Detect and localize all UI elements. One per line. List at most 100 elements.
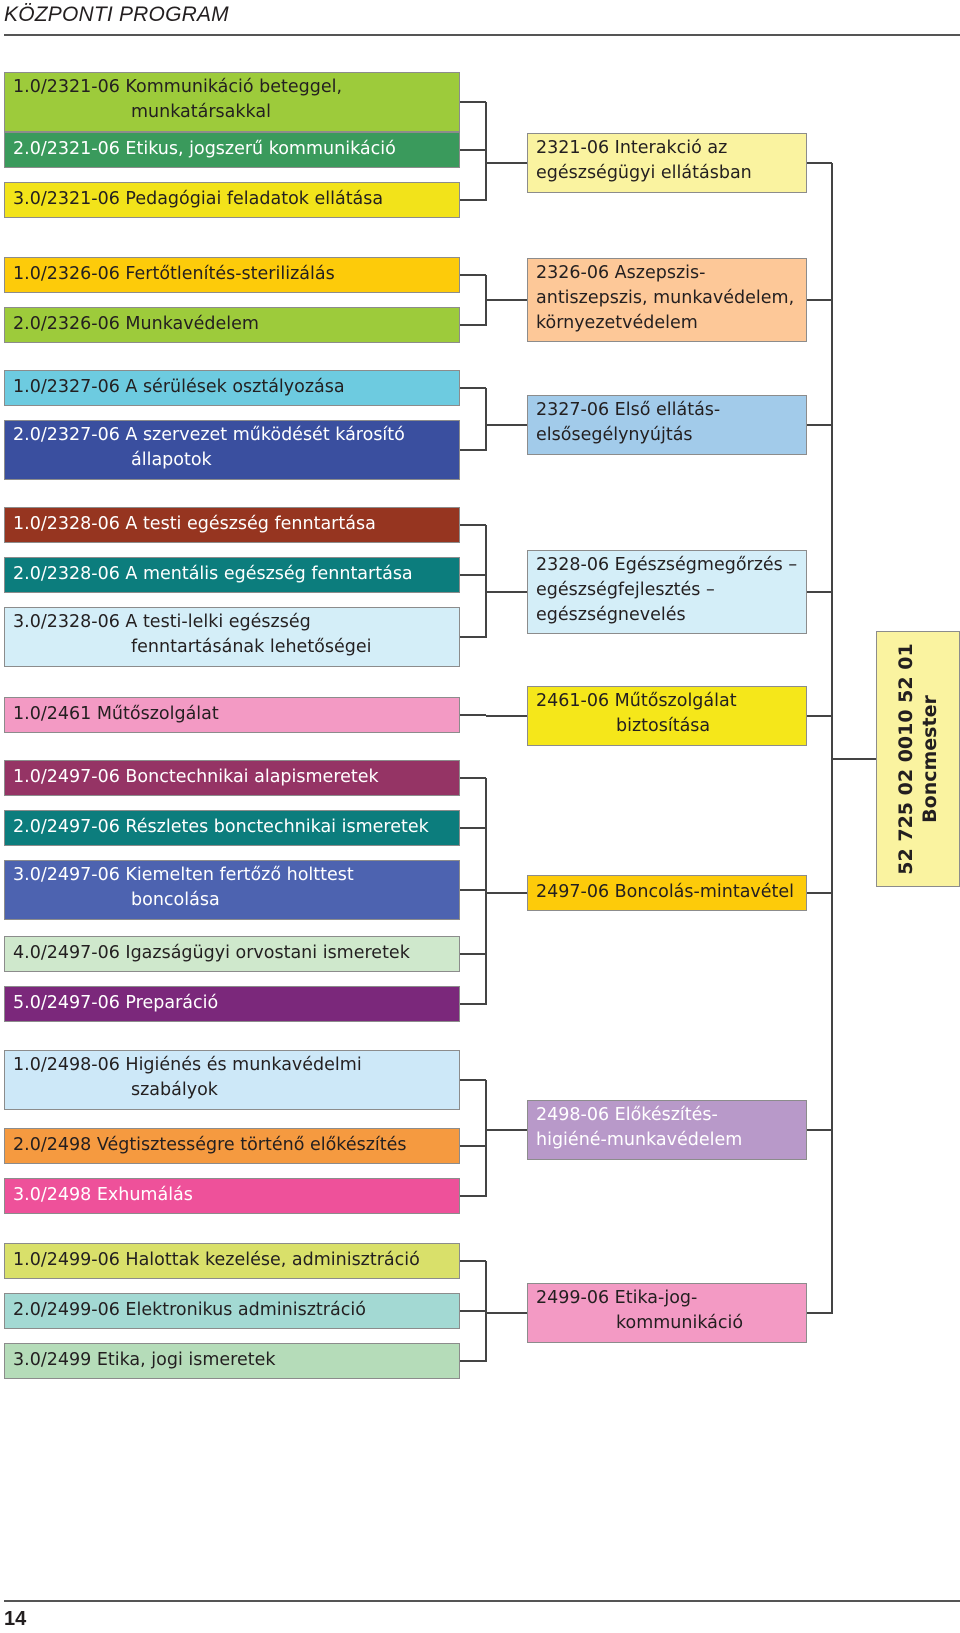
module-label: 5.0/2497-06 Preparáció [13, 993, 219, 1013]
trunk-line [831, 163, 833, 1314]
connector-line [460, 1260, 486, 1262]
module-label-continued: fenntartásának lehetőségei [131, 637, 372, 657]
unit-box: 2327-06 Első ellátás-elsősegélynyújtás [527, 395, 807, 455]
bracket-line [485, 778, 487, 1005]
bracket-line [485, 102, 487, 201]
unit-label: 2327-06 Első ellátás- [536, 400, 721, 420]
qualification-code: 52 725 02 0010 52 01 [895, 643, 917, 875]
unit-box: 2497-06 Boncolás-mintavétel [527, 875, 807, 911]
module-label: 3.0/2498 Exhumálás [13, 1185, 193, 1205]
connector-line [460, 777, 486, 779]
connector-line [460, 199, 486, 201]
connector-line [807, 1129, 832, 1131]
module-label: 2.0/2326-06 Munkavédelem [13, 314, 259, 334]
unit-box: 2326-06 Aszepszis-antiszepszis, munkavéd… [527, 258, 807, 342]
module-label: 1.0/2328-06 A testi egészség fenntartása [13, 514, 376, 534]
connector-line [807, 299, 832, 301]
module-label: 3.0/2497-06 Kiemelten fertőző holttest [13, 865, 354, 885]
module-box: 3.0/2321-06 Pedagógiai feladatok ellátás… [4, 182, 460, 218]
qualification-label: 52 725 02 0010 52 01 Boncmester [894, 643, 942, 874]
connector-line [460, 1079, 486, 1081]
connector-line [807, 424, 832, 426]
module-box: 1.0/2326-06 Fertőtlenítés-sterilizálás [4, 257, 460, 293]
module-box: 5.0/2497-06 Preparáció [4, 986, 460, 1022]
footer-rule [4, 1600, 960, 1602]
page-number: 14 [4, 1608, 27, 1630]
module-label-continued: szabályok [131, 1080, 218, 1100]
module-box: 1.0/2497-06 Bonctechnikai alapismeretek [4, 760, 460, 796]
connector-line [832, 758, 876, 760]
header-rule [4, 34, 960, 36]
unit-label: 2461-06 Műtőszolgálat [536, 691, 737, 711]
unit-label: 2328-06 Egészségmegőrzés – [536, 555, 798, 575]
unit-label: környezetvédelem [536, 313, 698, 333]
module-box: 1.0/2328-06 A testi egészség fenntartása [4, 507, 460, 543]
connector-line [486, 1312, 527, 1314]
unit-label: higiéné-munkavédelem [536, 1130, 743, 1150]
module-label: 2.0/2328-06 A mentális egészség fenntart… [13, 564, 413, 584]
module-box: 1.0/2327-06 A sérülések osztályozása [4, 370, 460, 406]
module-label: 3.0/2328-06 A testi-lelki egészség [13, 612, 311, 632]
module-box: 1.0/2461 Műtőszolgálat [4, 697, 460, 733]
bracket-line [485, 1080, 487, 1197]
bracket-line [485, 1261, 487, 1362]
module-label: 1.0/2327-06 A sérülések osztályozása [13, 377, 345, 397]
connector-line [486, 892, 527, 894]
module-box: 4.0/2497-06 Igazságügyi orvostani ismere… [4, 936, 460, 972]
module-box: 2.0/2321-06 Etikus, jogszerű kommunikáci… [4, 132, 460, 168]
unit-label: 2497-06 Boncolás-mintavétel [536, 882, 795, 902]
connector-line [486, 162, 527, 164]
module-label: 1.0/2497-06 Bonctechnikai alapismeretek [13, 767, 379, 787]
connector-line [460, 274, 486, 276]
unit-label: antiszepszis, munkavédelem, [536, 288, 795, 308]
connector-line [460, 1310, 486, 1312]
connector-line [486, 591, 527, 593]
module-box: 1.0/2498-06 Higiénés és munkavédelmi szab… [4, 1050, 460, 1110]
unit-label: egészségnevelés [536, 605, 686, 625]
unit-label: egészségfejlesztés – [536, 580, 715, 600]
unit-label: 2499-06 Etika-jog- [536, 1288, 698, 1308]
module-label: 2.0/2497-06 Részletes bonctechnikai isme… [13, 817, 429, 837]
connector-line [486, 424, 527, 426]
module-label: 3.0/2499 Etika, jogi ismeretek [13, 1350, 276, 1370]
module-label-continued: állapotok [131, 450, 212, 470]
connector-line [460, 387, 486, 389]
unit-label: egészségügyi ellátásban [536, 163, 752, 183]
module-box: 3.0/2328-06 A testi-lelki egészség fennta… [4, 607, 460, 667]
page-header-title: KÖZPONTI PROGRAM [4, 3, 229, 26]
module-box: 2.0/2497-06 Részletes bonctechnikai isme… [4, 810, 460, 846]
connector-line [807, 162, 832, 164]
module-label: 1.0/2461 Műtőszolgálat [13, 704, 219, 724]
module-label: 3.0/2321-06 Pedagógiai feladatok ellátás… [13, 189, 384, 209]
connector-line [460, 324, 486, 326]
qualification-box: 52 725 02 0010 52 01 Boncmester [876, 631, 960, 887]
connector-line [460, 636, 486, 638]
connector-line [807, 715, 832, 717]
connector-line [807, 591, 832, 593]
module-label: 1.0/2321-06 Kommunikáció beteggel, [13, 77, 343, 97]
module-box: 2.0/2326-06 Munkavédelem [4, 307, 460, 343]
connector-line [460, 889, 486, 891]
unit-label: 2498-06 Előkészítés- [536, 1105, 718, 1125]
unit-label: elsősegélynyújtás [536, 425, 693, 445]
unit-box: 2461-06 Műtőszolgálat biztosítása [527, 686, 807, 746]
module-box: 2.0/2498 Végtisztességre történő előkész… [4, 1128, 460, 1164]
connector-line [460, 714, 486, 716]
module-label: 4.0/2497-06 Igazságügyi orvostani ismere… [13, 943, 410, 963]
unit-box: 2498-06 Előkészítés-higiéné-munkavédelem [527, 1100, 807, 1160]
connector-line [460, 1195, 486, 1197]
module-label: 1.0/2498-06 Higiénés és munkavédelmi [13, 1055, 362, 1075]
connector-line [460, 101, 486, 103]
unit-label: biztosítása [616, 716, 711, 736]
qualification-name: Boncmester [919, 695, 941, 823]
connector-line [486, 1129, 527, 1131]
module-box: 3.0/2498 Exhumálás [4, 1178, 460, 1214]
module-box: 2.0/2328-06 A mentális egészség fenntart… [4, 557, 460, 593]
connector-line [807, 892, 832, 894]
module-label: 2.0/2327-06 A szervezet működését károsí… [13, 425, 405, 445]
connector-line [460, 574, 486, 576]
bracket-line [485, 388, 487, 451]
module-label: 2.0/2321-06 Etikus, jogszerű kommunikáci… [13, 139, 396, 159]
module-label-continued: boncolása [131, 890, 220, 910]
